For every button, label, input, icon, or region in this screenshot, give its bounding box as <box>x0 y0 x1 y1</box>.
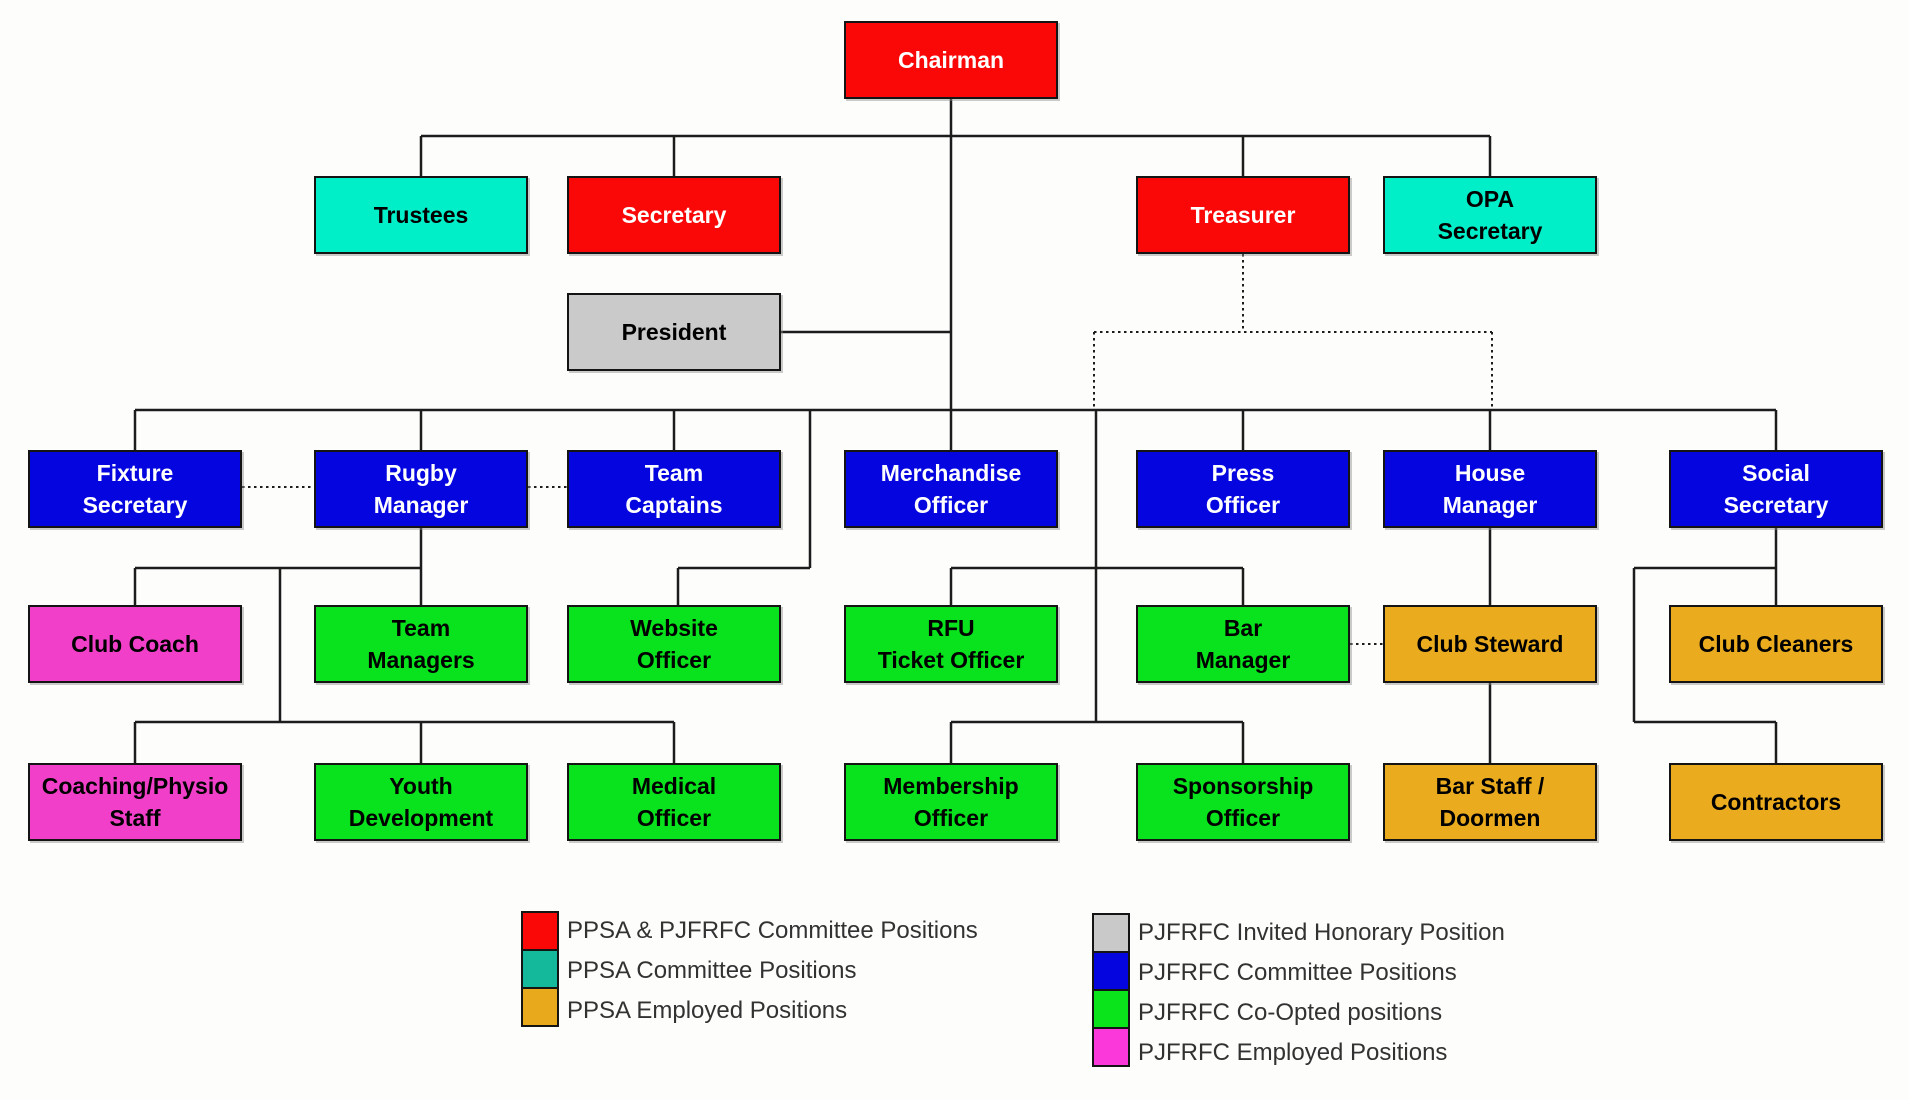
org-box-label: Treasurer <box>1190 202 1296 228</box>
org-box-label: Manager <box>1195 647 1291 673</box>
org-box-label: Press <box>1211 460 1275 486</box>
org-box-label: Staff <box>109 805 161 831</box>
org-box-club-coach: Club Coach <box>28 605 242 683</box>
org-box-label: Secretary <box>82 492 188 518</box>
org-box-label: Officer <box>913 492 989 518</box>
legend-label: PPSA Employed Positions <box>567 997 848 1024</box>
org-box-label: Bar Staff / <box>1435 773 1545 799</box>
org-box-label: Development <box>348 805 494 831</box>
legend-label: PPSA & PJFRFC Committee Positions <box>567 917 978 944</box>
org-box-opa-secretary: OPA Secretary <box>1383 176 1597 254</box>
legend-swatch <box>521 949 559 989</box>
org-box-chairman: Chairman <box>844 21 1058 99</box>
org-box-label: Club Coach <box>71 631 199 657</box>
org-box-club-cleaners: Club Cleaners <box>1669 605 1883 683</box>
org-box-label: Fixture <box>96 460 174 486</box>
org-box-label: RFU <box>927 615 975 641</box>
legend-swatch-column <box>1092 913 1130 1073</box>
org-box-label: Secretary <box>1723 492 1829 518</box>
org-box-contractors: Contractors <box>1669 763 1883 841</box>
org-box-label: Sponsorship <box>1172 773 1314 799</box>
org-box-rfu-ticket-officer: RFU Ticket Officer <box>844 605 1058 683</box>
org-box-label: Medical <box>631 773 717 799</box>
org-box-bar-staff-doormen: Bar Staff / Doormen <box>1383 763 1597 841</box>
org-box-label: Officer <box>1205 492 1281 518</box>
org-box-label: Officer <box>1205 805 1281 831</box>
org-box-label: Social <box>1742 460 1810 486</box>
legend-swatch <box>1092 1027 1130 1067</box>
legend-label: PJFRFC Invited Honorary Position <box>1138 919 1505 946</box>
org-box-label: Coaching/Physio <box>41 773 229 799</box>
org-box-label: Contractors <box>1710 789 1842 815</box>
org-box-label: Chairman <box>897 47 1005 73</box>
org-box-label: Officer <box>913 805 989 831</box>
org-box-label: President <box>621 319 727 345</box>
org-box-trustees: Trustees <box>314 176 528 254</box>
org-box-club-steward: Club Steward <box>1383 605 1597 683</box>
org-box-label: Managers <box>367 647 475 673</box>
org-box-label: Website <box>630 615 718 641</box>
org-box-label: Manager <box>1442 492 1538 518</box>
org-box-label: Secretary <box>1437 218 1543 244</box>
legend-swatch-column <box>521 911 559 1031</box>
org-box-label: Team <box>391 615 451 641</box>
legend-swatch <box>1092 989 1130 1029</box>
legend-label: PJFRFC Employed Positions <box>1138 1039 1448 1066</box>
legend-label: PJFRFC Committee Positions <box>1138 959 1457 986</box>
org-box-label: Bar <box>1223 615 1263 641</box>
org-box-label: Youth <box>389 773 453 799</box>
org-box-label: House <box>1454 460 1526 486</box>
org-box-label: Ticket Officer <box>877 647 1025 673</box>
org-box-label: OPA <box>1465 186 1515 212</box>
org-box-label: Trustees <box>373 202 469 228</box>
org-box-label: Officer <box>636 647 712 673</box>
org-box-label: Rugby <box>385 460 457 486</box>
org-box-label: Merchandise <box>880 460 1022 486</box>
org-box-label: Club Cleaners <box>1698 631 1854 657</box>
legend-swatch <box>521 911 559 951</box>
org-box-label: Officer <box>636 805 712 831</box>
legend-swatch <box>1092 951 1130 991</box>
legend-swatch <box>521 987 559 1027</box>
org-box-label: Doormen <box>1439 805 1541 831</box>
org-box-president: President <box>567 293 781 371</box>
legend-swatch <box>1092 913 1130 953</box>
org-box-treasurer: Treasurer <box>1136 176 1350 254</box>
org-box-secretary: Secretary <box>567 176 781 254</box>
legend-label: PJFRFC Co-Opted positions <box>1138 999 1443 1026</box>
org-box-label: Club Steward <box>1416 631 1564 657</box>
legend-label: PPSA Committee Positions <box>567 957 857 984</box>
org-box-label: Membership <box>883 773 1019 799</box>
org-box-label: Secretary <box>621 202 727 228</box>
org-box-label: Captains <box>625 492 723 518</box>
org-box-label: Manager <box>373 492 469 518</box>
org-box-label: Team <box>644 460 704 486</box>
